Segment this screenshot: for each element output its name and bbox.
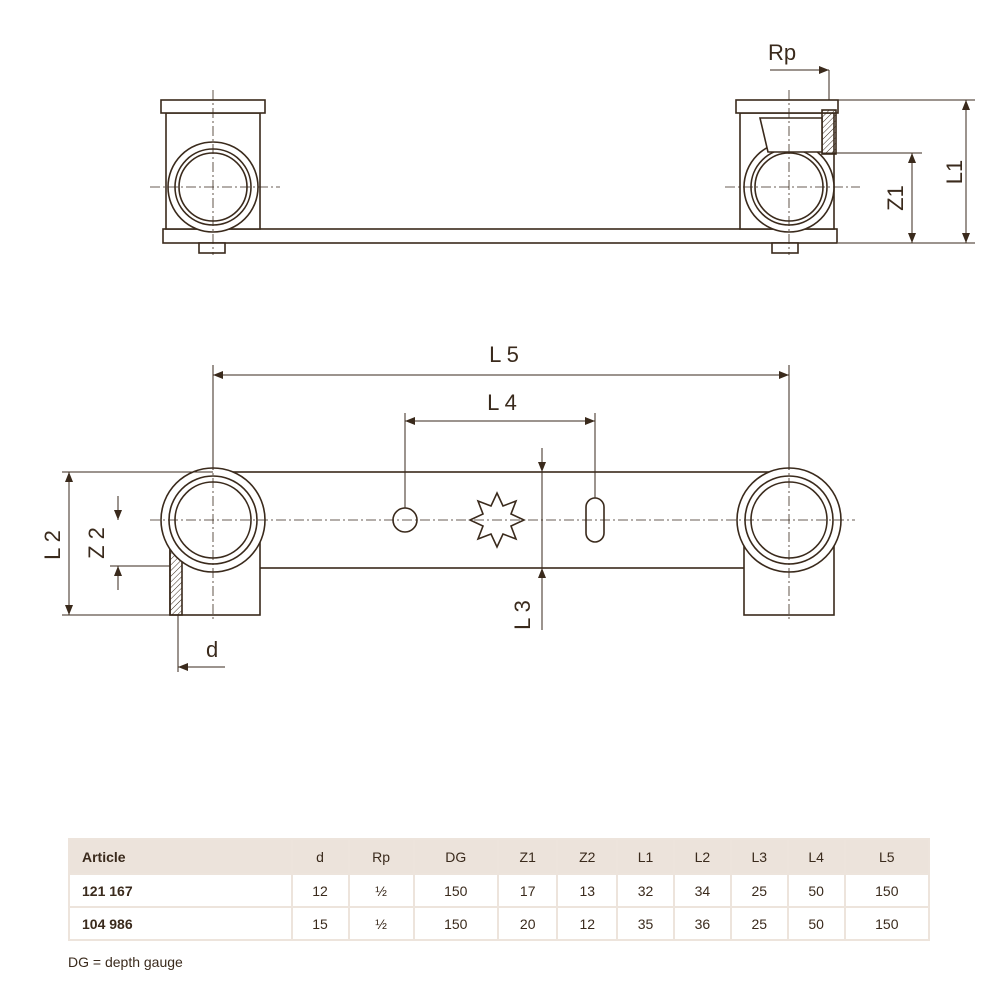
table-cell: 104 986 [70,908,291,939]
right-elbow-side [735,99,839,233]
table-cell: 36 [674,908,730,939]
table-cell: 150 [845,908,928,939]
table-row: 121 167 12 ½ 150 17 13 32 34 25 50 150 [70,875,928,906]
table-cell: 121 167 [70,875,291,906]
label-z2: Z 2 [84,527,109,559]
table-cell: 50 [788,908,844,939]
table-cell: 35 [618,908,673,939]
table-cell: 12 [292,875,348,906]
table-cell: 32 [618,875,673,906]
label-l3: L 3 [510,600,535,630]
table-cell: 150 [414,908,497,939]
plan-dimensions [62,365,790,672]
col-header: Article [70,840,291,873]
table-cell: 34 [674,875,730,906]
col-header: DG [414,840,497,873]
table-cell: 17 [498,875,557,906]
col-header: Rp [349,840,413,873]
plan-view [150,460,855,620]
label-d: d [206,637,218,662]
table-cell: 150 [414,875,497,906]
table-cell: 13 [558,875,617,906]
table-cell: 25 [731,875,787,906]
label-z1: Z1 [883,185,908,211]
spec-table: Article d Rp DG Z1 Z2 L1 L2 L3 L4 L5 121… [68,838,930,941]
col-header: L5 [845,840,928,873]
mounting-pin-right [771,242,799,254]
label-rp: Rp [768,40,796,65]
col-header: d [292,840,348,873]
table-cell: 150 [845,875,928,906]
table-cell: 50 [788,875,844,906]
top-dimensions [770,66,975,244]
footnote: DG = depth gauge [68,954,183,970]
side-elevation-view [150,90,860,255]
col-header: L2 [674,840,730,873]
technical-drawing: Rp L1 Z1 [40,40,975,672]
label-l1: L1 [942,160,967,184]
col-header: Z1 [498,840,557,873]
table-cell: 12 [558,908,617,939]
base-plate [162,228,838,244]
table-cell: 20 [498,908,557,939]
label-l5: L 5 [489,342,519,367]
table-cell: 25 [731,908,787,939]
label-l2: L 2 [40,530,65,560]
table-row: 104 986 15 ½ 150 20 12 35 36 25 50 150 [70,908,928,939]
col-header: L3 [731,840,787,873]
table-cell: 15 [292,908,348,939]
label-l4: L 4 [487,390,517,415]
table-cell: ½ [349,875,413,906]
col-header: L1 [618,840,673,873]
table-header-row: Article d Rp DG Z1 Z2 L1 L2 L3 L4 L5 [70,840,928,873]
col-header: L4 [788,840,844,873]
thread-hatch [821,109,837,155]
col-header: Z2 [558,840,617,873]
mounting-pin-left [198,242,226,254]
table-cell: ½ [349,908,413,939]
